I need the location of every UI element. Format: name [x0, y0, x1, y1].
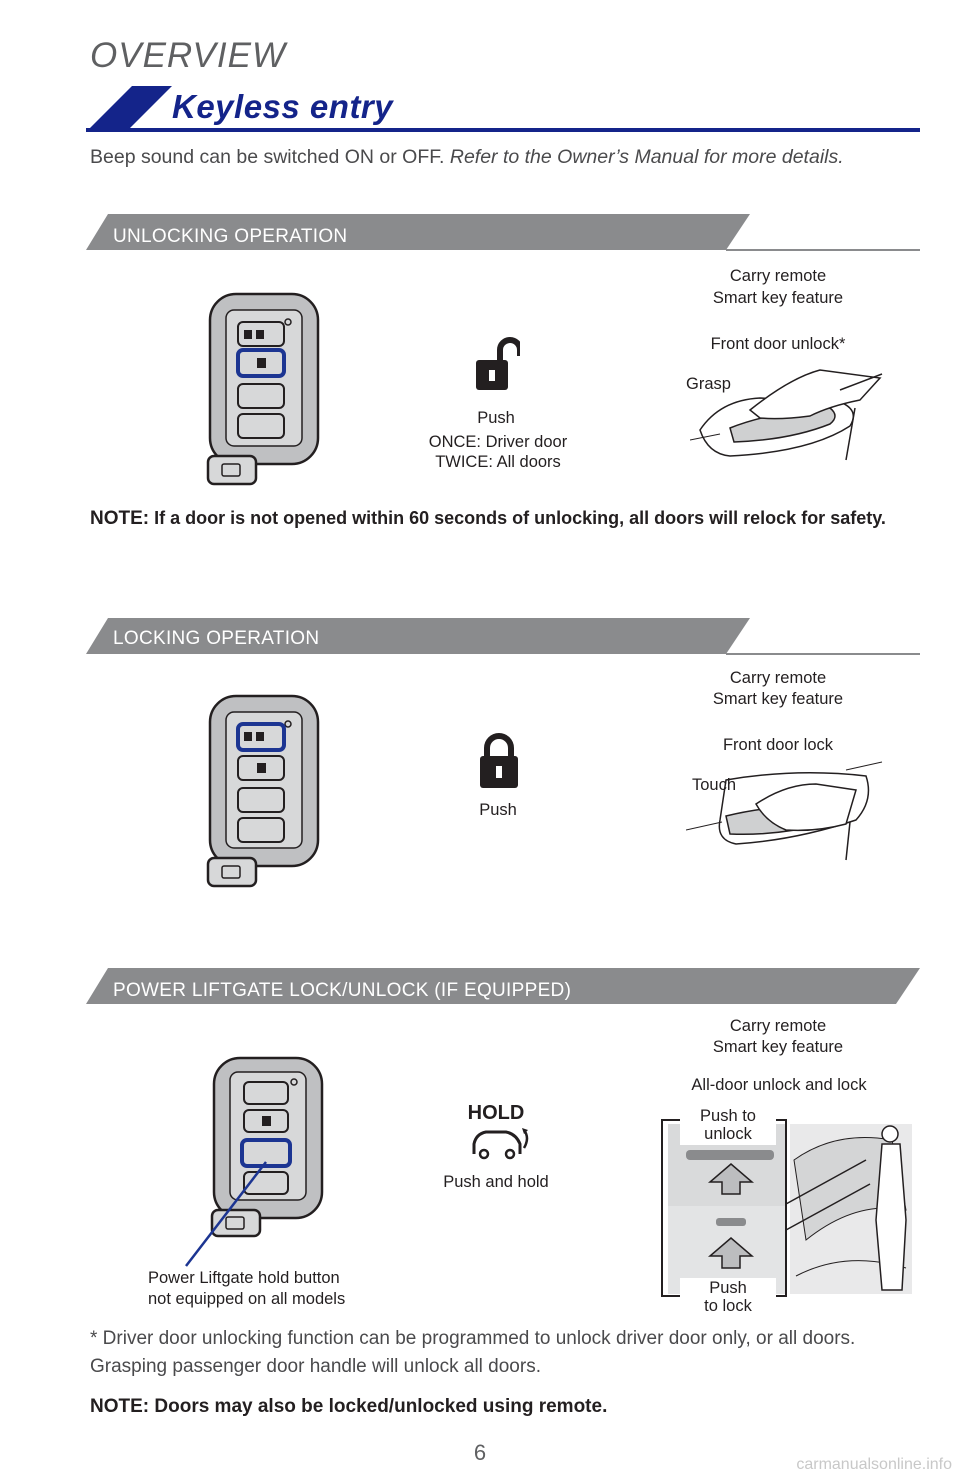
unlock-push-detail-1: ONCE: Driver door	[428, 433, 568, 451]
unlock-push-detail-2: TWICE: All doors	[435, 453, 561, 471]
section-heading-lock: LOCKING OPERATION	[113, 628, 320, 649]
unlock-note-lead: NOTE:	[90, 508, 150, 529]
section-band-liftgate	[86, 968, 920, 1004]
section-band-lock	[86, 618, 920, 655]
push-to-lock-2: to lock	[680, 1296, 776, 1317]
unlock-door-caption: Front door unlock*	[710, 335, 846, 353]
unlock-carry-2: Smart key feature	[712, 289, 844, 307]
lock-door-caption: Front door lock	[722, 736, 834, 754]
door-handle-touch-icon	[686, 760, 886, 864]
lock-carry-2: Smart key feature	[712, 690, 844, 708]
liftgate-callout-1: Power Liftgate hold button	[148, 1269, 340, 1287]
footnote: * Driver door unlocking function can be …	[90, 1328, 856, 1377]
footer-note: NOTE: Doors may also be locked/unlocked …	[90, 1396, 608, 1417]
intro-plain: Beep sound can be switched ON or OFF.	[90, 146, 450, 168]
callout-line	[185, 1161, 267, 1267]
section-heading-unlock: UNLOCKING OPERATION	[113, 226, 348, 247]
intro-italic: Refer to the Owner’s Manual for more det…	[449, 146, 844, 168]
liftgate-carry-2: Smart key feature	[712, 1038, 844, 1056]
unlock-note: NOTE: If a door is not opened within 60 …	[90, 504, 920, 533]
padlock-closed-icon	[478, 732, 520, 795]
smart-key-fob-icon	[200, 290, 330, 490]
watermark: carmanualsonline.info	[796, 1456, 952, 1473]
liftgate-carry-1: Carry remote	[729, 1017, 827, 1035]
unlock-note-text: If a door is not opened within 60 second…	[149, 508, 886, 528]
overview-heading: OVERVIEW	[90, 36, 287, 75]
padlock-open-icon	[474, 336, 523, 397]
section-band-unlock	[86, 214, 920, 251]
title-band	[86, 86, 920, 132]
smart-key-fob-icon	[204, 1054, 334, 1240]
liftgate-hold-label: HOLD	[467, 1102, 525, 1124]
page-number: 6	[473, 1440, 487, 1465]
push-to-lock-1: Push	[680, 1278, 776, 1299]
section-heading-liftgate: POWER LIFTGATE LOCK/UNLOCK (IF EQUIPPED)	[113, 980, 572, 1001]
liftgate-callout-2: not equipped on all models	[148, 1290, 346, 1308]
intro-text: Beep sound can be switched ON or OFF. Re…	[90, 146, 910, 169]
liftgate-hold-icon	[470, 1126, 532, 1165]
push-to-unlock-2: unlock	[680, 1124, 776, 1145]
unlock-carry-1: Carry remote	[729, 267, 827, 285]
push-to-unlock-1: Push to	[680, 1106, 776, 1127]
smart-key-fob-icon	[200, 692, 330, 892]
unlock-hand-label: Grasp	[686, 375, 731, 393]
lock-push-label: Push	[479, 801, 517, 819]
lock-carry-1: Carry remote	[729, 669, 827, 687]
door-handle-grasp-icon	[690, 360, 890, 470]
liftgate-door-caption: All-door unlock and lock	[691, 1076, 867, 1094]
unlock-push-label: Push	[477, 409, 515, 427]
page-title: Keyless entry	[172, 88, 394, 125]
liftgate-push-label: Push and hold	[443, 1173, 549, 1191]
